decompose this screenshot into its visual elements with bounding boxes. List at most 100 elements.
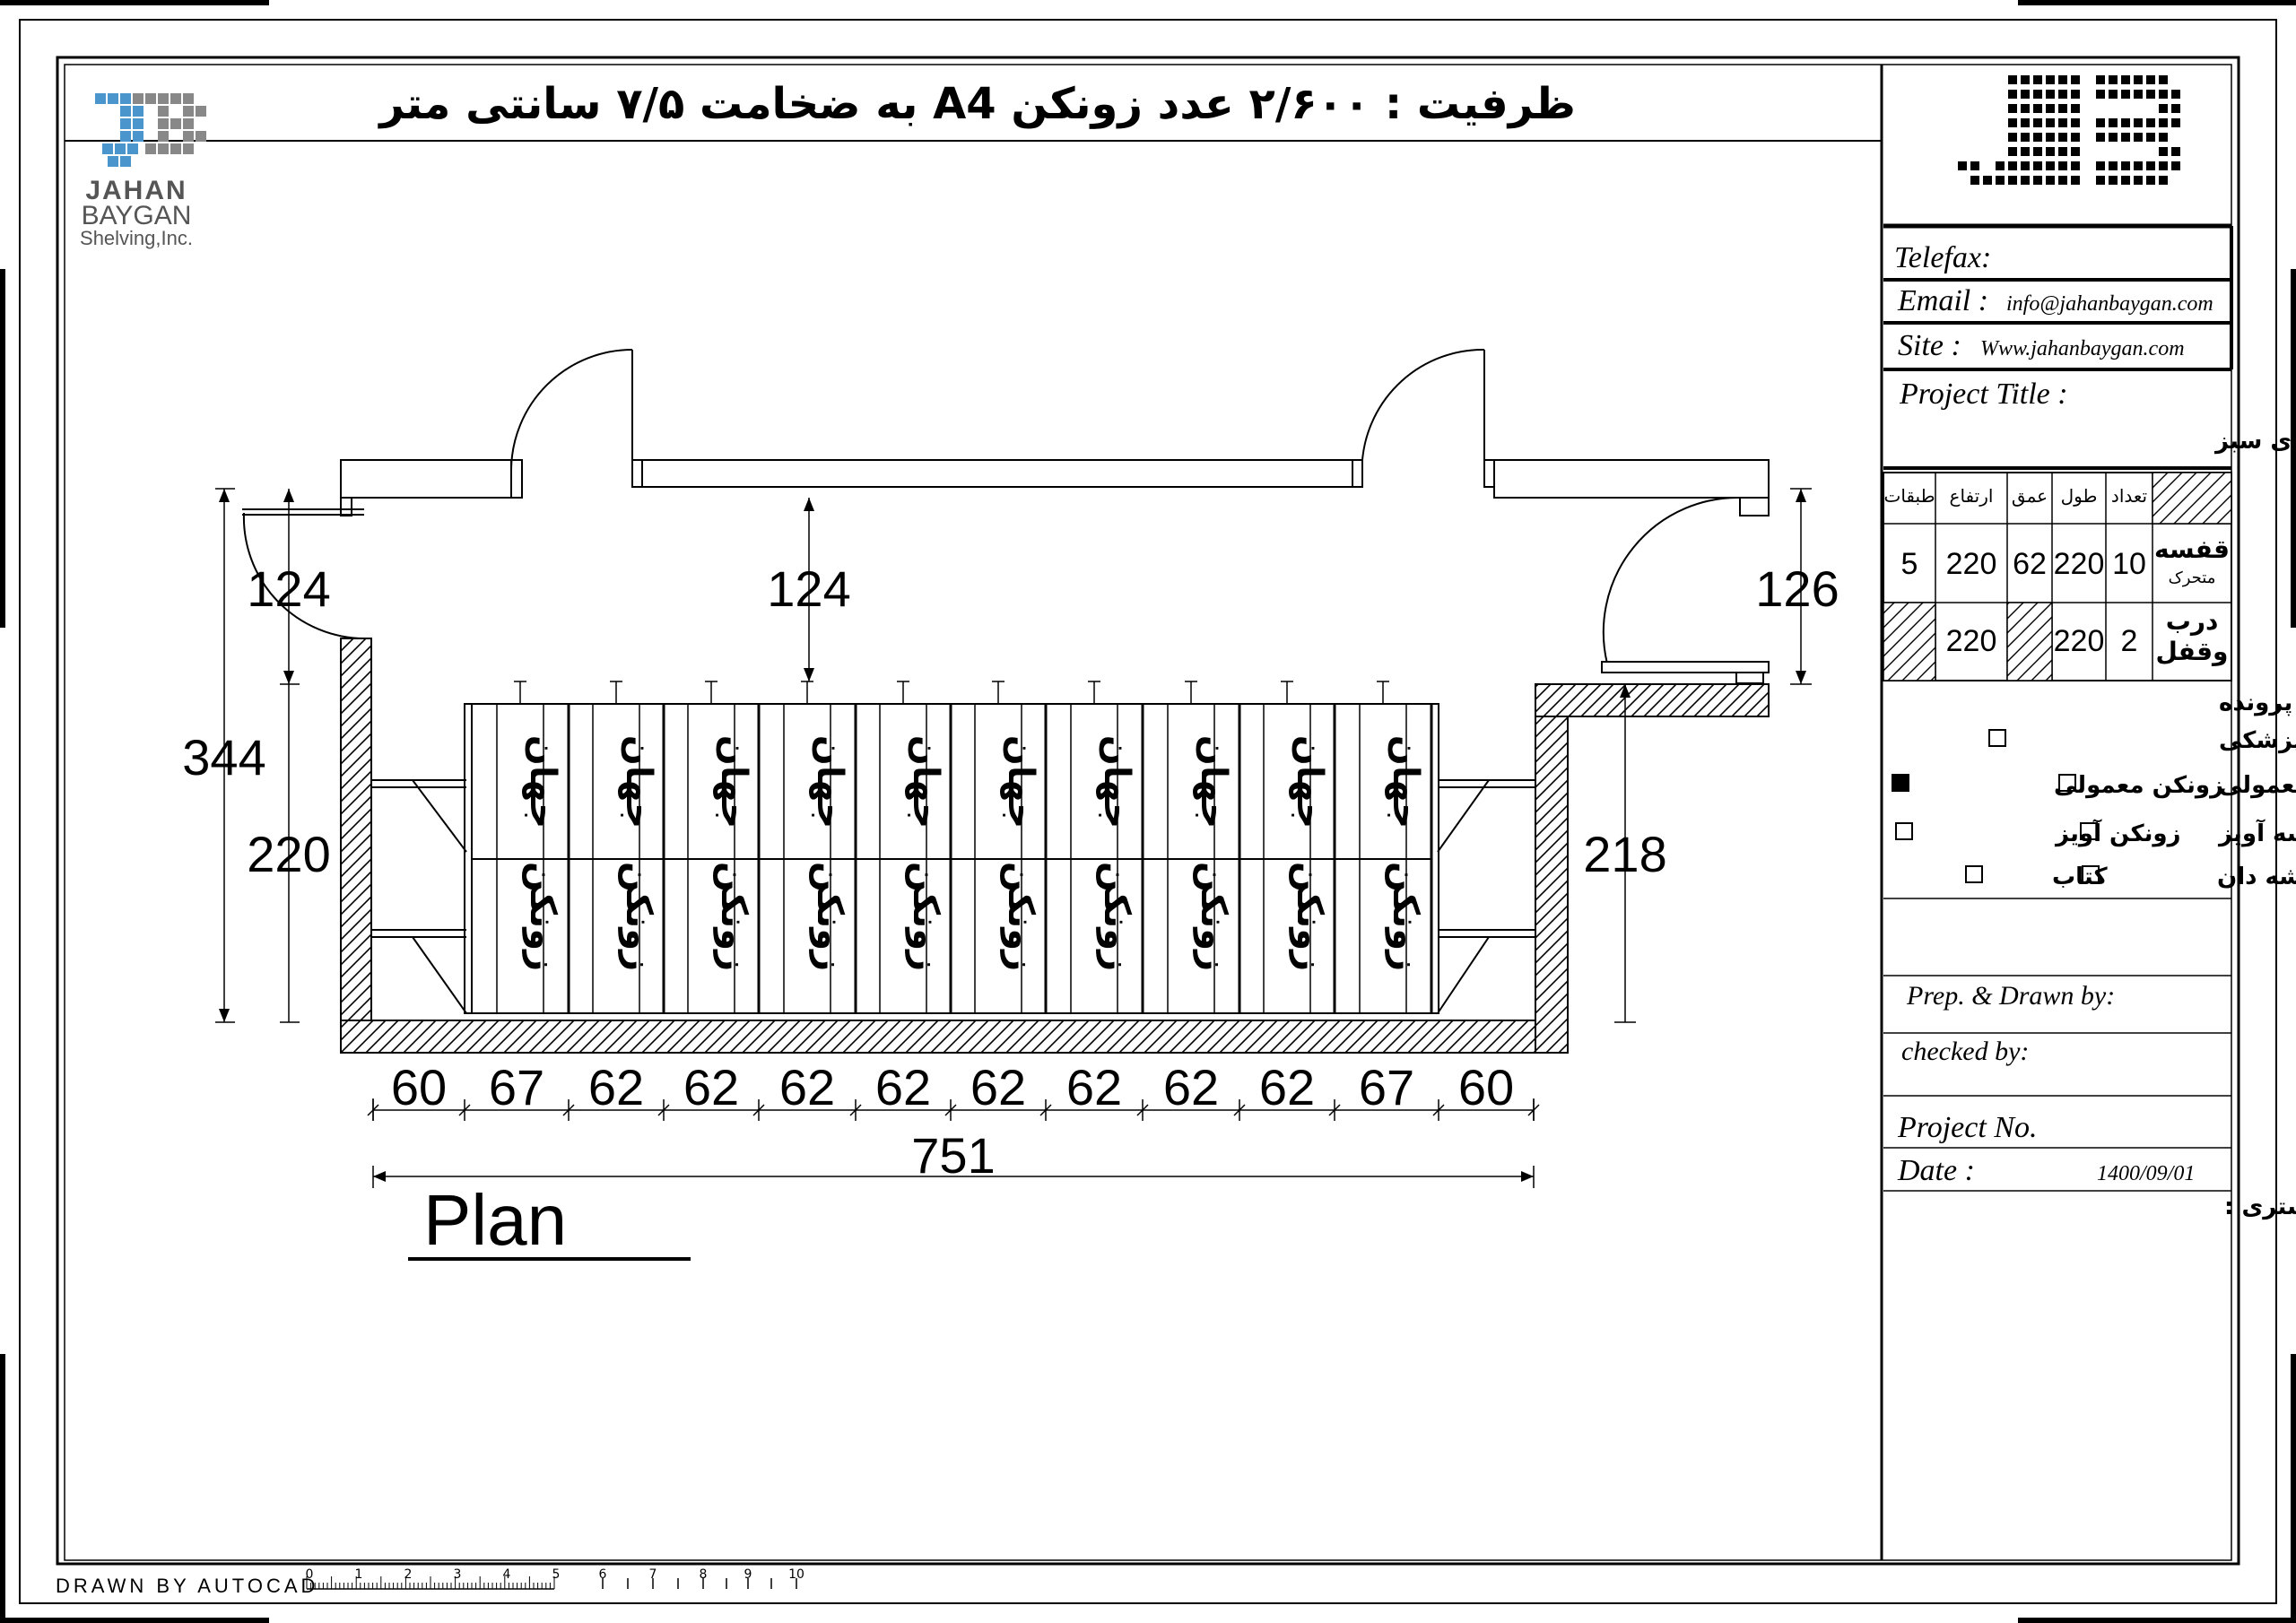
site-value: Www.jahanbaygan.com xyxy=(1980,337,2185,360)
bay-dimension-label: 62 xyxy=(1163,1059,1219,1115)
info-panel: Telefax: Email : info@jahanbaygan.com Si… xyxy=(1883,75,2296,1220)
file-type-option[interactable]: پوشه دان xyxy=(2082,864,2296,890)
wall-left xyxy=(340,638,372,1054)
door-swing-side-right xyxy=(1602,496,1743,664)
jahan-baygan-logo: JAHAN BAYGAN Shelving,Inc. xyxy=(80,93,206,249)
customer-signature-label: مهر و امضا مشتری : xyxy=(2224,1193,2296,1220)
shelf-label-bottom: زونکن xyxy=(713,862,754,971)
file-type-checkbox[interactable] xyxy=(1965,865,1983,883)
file-type-checkbox[interactable] xyxy=(2080,822,2098,840)
dimension-lines xyxy=(215,488,1812,1188)
end-bracket-left xyxy=(371,703,473,1014)
row1-height: 220 xyxy=(1946,547,1997,581)
shelf-label-top: جهان xyxy=(1385,735,1426,829)
bay-dimension-label: 62 xyxy=(1259,1059,1315,1115)
row2-count: 2 xyxy=(2121,624,2138,658)
bay-dimension-label: 62 xyxy=(779,1059,835,1115)
th-length: طول xyxy=(2061,485,2098,507)
shelf-label-bottom: زونکن xyxy=(905,862,946,971)
logo-text-baygan: BAYGAN xyxy=(82,201,192,230)
th-levels: طبقات xyxy=(1884,485,1935,507)
scale-tick-label: 9 xyxy=(744,1567,752,1582)
file-type-checkbox[interactable] xyxy=(2058,774,2076,792)
logo-mark xyxy=(95,93,206,167)
dim-total-width: 751 xyxy=(911,1127,995,1184)
row2-name: درب xyxy=(2166,606,2219,636)
capacity-title: ظرفیت : ۲/۶۰۰ عدد زونکن A4 به ضخامت ۷/۵ … xyxy=(378,79,1576,129)
bay-dimension-label: 62 xyxy=(588,1059,644,1115)
row2-height: 220 xyxy=(1946,624,1997,658)
shelf-label-bottom: زونکن xyxy=(522,862,563,971)
bay-dimension-label: 62 xyxy=(970,1059,1026,1115)
scale-tick-label: 7 xyxy=(649,1567,657,1582)
shelf-label-bottom: زونکن xyxy=(1096,862,1137,971)
scale-tick-label: 10 xyxy=(788,1567,804,1582)
row1-name: قفسه xyxy=(2154,534,2230,564)
frame-line xyxy=(64,64,2232,1561)
file-type-option[interactable]: زونکن معمولی xyxy=(1892,772,2223,799)
shelf-label-bottom: زونکن xyxy=(1193,862,1234,971)
end-bracket-right xyxy=(1431,703,1535,1014)
door-swing-side-left xyxy=(242,512,365,639)
file-type-option[interactable]: پوشه آویز xyxy=(2080,819,2296,847)
row1-count: 10 xyxy=(2112,547,2146,581)
scale-tick-label: 5 xyxy=(552,1567,561,1582)
dim-left-height: 220 xyxy=(247,826,330,882)
prep-drawn-label: Prep. & Drawn by: xyxy=(1906,981,2115,1011)
door-swing-left xyxy=(510,349,633,470)
row1-depth: 62 xyxy=(2013,547,2047,581)
company-dot-logo xyxy=(1958,75,2180,185)
th-depth: عمق xyxy=(2012,485,2048,507)
bay-dimension-label: 67 xyxy=(489,1059,544,1115)
site-label: Site : xyxy=(1898,329,1961,362)
shelf-label-top: جهان xyxy=(1289,735,1330,829)
file-type-checkbox[interactable] xyxy=(2082,865,2100,883)
scale-tick-label: 0 xyxy=(306,1567,314,1582)
file-type-option[interactable]: پوشه معمولی xyxy=(2058,772,2296,799)
shelf-label-top: جهان xyxy=(1193,735,1234,829)
plan-label: Plan xyxy=(423,1180,567,1260)
shelf-label-top: جهان xyxy=(809,735,850,829)
outer-border xyxy=(19,19,2277,1604)
row1-length: 220 xyxy=(2054,547,2105,581)
file-type-checkbox[interactable] xyxy=(1988,729,2006,747)
file-type-label: زونکن آویز xyxy=(2054,819,2180,847)
checked-by-label: checked by: xyxy=(1901,1037,2029,1066)
inner-border xyxy=(56,56,2240,1566)
file-type-checkbox[interactable] xyxy=(1892,774,1909,792)
logo-text-shelving: Shelving,Inc. xyxy=(80,227,193,249)
file-type-option[interactable]: زونکن آویز xyxy=(1895,819,2180,847)
wall-right-top xyxy=(1535,683,1770,717)
scale-tick-label: 2 xyxy=(404,1567,413,1582)
bay-dimension-label: 62 xyxy=(875,1059,931,1115)
shelf-label-top: جهان xyxy=(905,735,946,829)
dimension-arrows xyxy=(219,489,1806,1182)
shelf-units: جهانزونکنجهانزونکنجهانزونکنجهانزونکنجهان… xyxy=(496,681,1433,1013)
row1-levels: 5 xyxy=(1901,547,1918,581)
file-type-option[interactable]: کتاب xyxy=(1965,864,2109,890)
telefax-label: Telefax: xyxy=(1894,241,1991,274)
email-value: info@jahanbaygan.com xyxy=(2006,292,2213,316)
file-type-label: کتاب xyxy=(2052,864,2109,890)
row2-length: 220 xyxy=(2054,624,2105,658)
shelf-label-bottom: زونکن xyxy=(1289,862,1330,971)
scale-tick-label: 3 xyxy=(454,1567,462,1582)
row1-sub: متحرک xyxy=(2169,568,2216,587)
file-type-list: پوشه مدارک پزشکی پوشه معمولیزونکن معمولی پ… xyxy=(1892,727,2296,890)
dim-center-top: 124 xyxy=(767,560,850,617)
bay-dimension-label: 67 xyxy=(1359,1059,1414,1115)
dim-left-top: 124 xyxy=(247,560,330,617)
file-type-checkbox[interactable] xyxy=(1895,822,1913,840)
back-wall-center xyxy=(641,459,1353,488)
file-type-label: پوشه معمولی xyxy=(2219,772,2296,799)
spec-table xyxy=(1883,472,2232,681)
drawn-by-autocad: DRAWN BY AUTOCAD xyxy=(56,1575,318,1597)
file-type-option[interactable]: پوشه مدارک پزشکی xyxy=(1988,727,2296,754)
